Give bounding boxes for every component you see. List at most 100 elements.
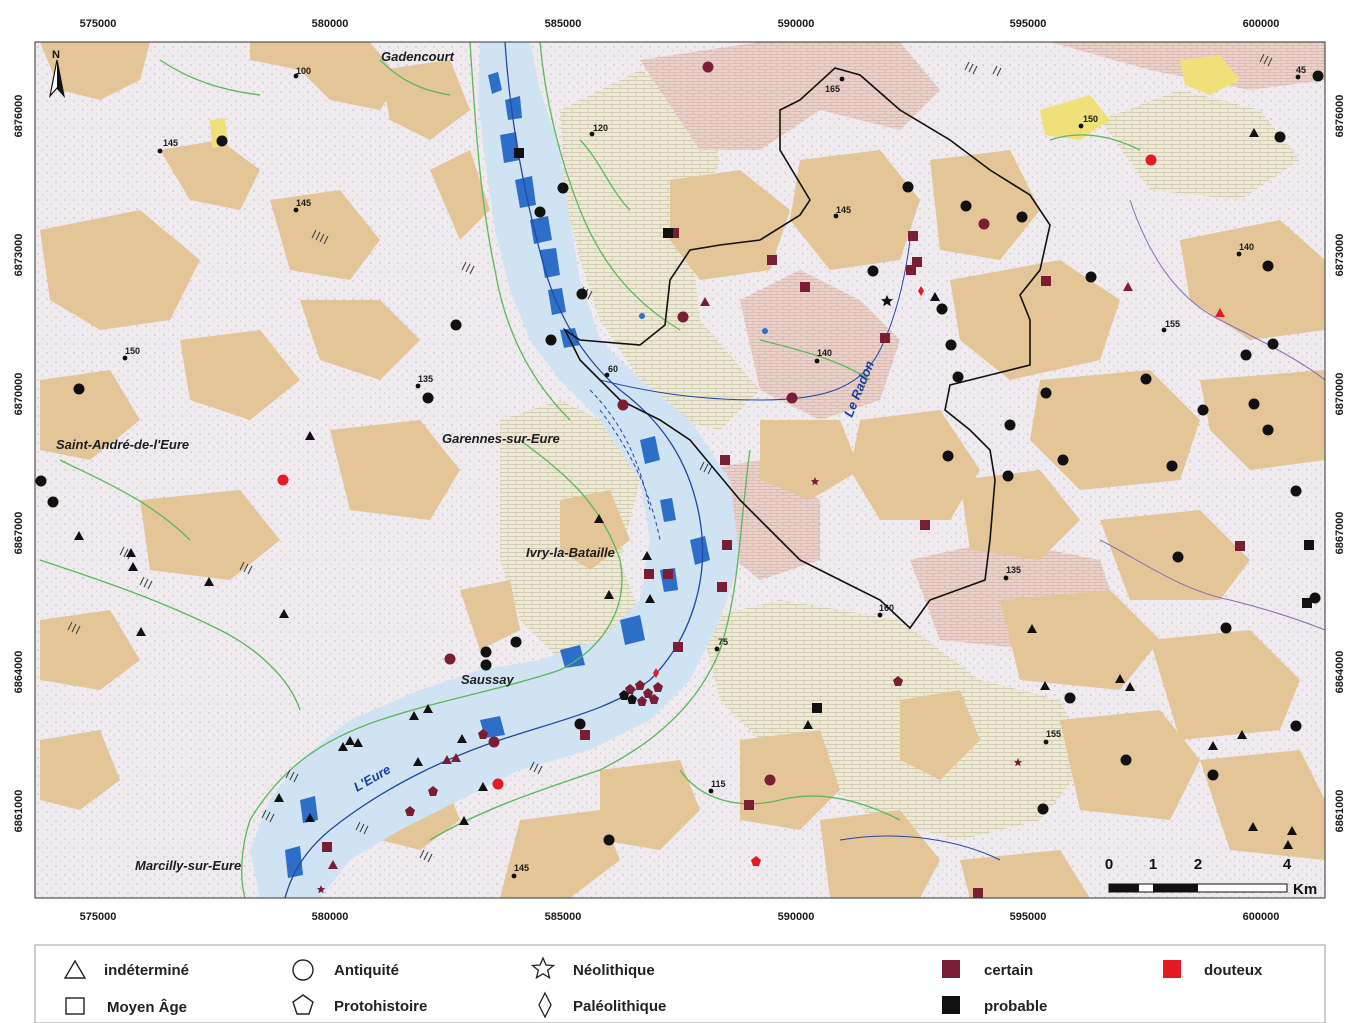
sites-antiquite-certain [444,61,990,786]
y-tick-6876000: 6876000 [1334,95,1346,138]
y-tick-6867000: 6867000 [1334,512,1346,555]
y-tick-6861000: 6861000 [13,790,25,833]
legend-paleolithique: Paléolithique [573,998,666,1015]
place-saint-andre: Saint-André-de-l'Eure [56,437,189,452]
scale-label-1: 1 [1149,856,1157,873]
pentagon-icon [292,994,314,1015]
circle-icon [292,959,314,981]
place-ivry: Ivry-la-Bataille [526,545,615,560]
north-label: N [52,49,60,61]
altitude-label: 160 [879,603,894,613]
place-gadencourt: Gadencourt [381,49,455,64]
sites-protohistoire-certain [405,676,903,816]
commune-boundary [562,67,1051,630]
sites-neolithique [316,295,1023,894]
legend-certain: certain [984,962,1033,979]
sites-paleolithique [653,286,924,678]
altitude-label: 75 [718,637,728,647]
scale-label-4: 4 [1283,856,1292,873]
y-tick-6873000: 6873000 [13,234,25,277]
altitude-label: 140 [817,348,832,358]
altitude-label: 165 [825,84,840,94]
x-tick-600000: 600000 [1243,911,1280,923]
altitude-label: 120 [593,123,608,133]
x-tick-595000: 595000 [1010,911,1047,923]
sites-moyen-age-probable [514,148,1314,713]
altitude-label: 155 [1165,319,1180,329]
sites-protohistoire-douteux [751,856,761,866]
probable-swatch [942,996,960,1014]
y-tick-6876000: 6876000 [13,95,25,138]
certain-swatch [942,960,960,978]
altitude-label: 150 [1083,114,1098,124]
altitude-labels: 100 145 145 120 165 45 150 145 140 155 1… [125,65,1306,873]
triangle-icon [63,959,87,979]
x-tick-580000: 580000 [312,18,349,30]
place-garennes: Garennes-sur-Eure [442,431,560,446]
altitude-label: 155 [1046,729,1061,739]
sites-antiquite-probable [35,70,1324,846]
y-tick-6864000: 6864000 [1334,651,1346,694]
sites-protohistoire-probable [619,690,637,704]
altitude-label: 60 [608,364,618,374]
legend-moyen-age: Moyen Âge [107,998,187,1016]
y-tick-6861000: 6861000 [1334,790,1346,833]
legend-douteux: douteux [1204,962,1263,979]
scale-bar: 0 1 2 4 Km [1105,856,1317,898]
north-arrow: N [48,49,66,99]
x-tick-600000: 600000 [1243,18,1280,30]
altitude-points [122,73,1301,879]
legend-protohistoire: Protohistoire [334,998,427,1015]
x-tick-580000: 580000 [312,911,349,923]
sites-indetermine-douteux [1215,308,1225,317]
slope-hatches [67,53,1273,863]
altitude-label: 145 [163,138,178,148]
altitude-label: 135 [418,374,433,384]
sites-indetermine-probable [74,128,1297,849]
diamond-icon [538,991,552,1019]
legend-box [34,944,1326,1023]
sites-antiquite-blue [639,313,768,334]
scale-unit: Km [1293,881,1317,898]
place-saussay: Saussay [461,672,515,687]
river-lines [284,42,1325,898]
y-tick-6867000: 6867000 [13,512,25,555]
y-axis-left: 6876000 6873000 6870000 6867000 6864000 … [13,95,25,833]
y-tick-6873000: 6873000 [1334,234,1346,277]
x-tick-585000: 585000 [545,911,582,923]
contour-lines [39,42,1141,898]
x-tick-585000: 585000 [545,18,582,30]
scale-label-0: 0 [1105,856,1113,873]
x-tick-595000: 595000 [1010,18,1047,30]
place-marcilly: Marcilly-sur-Eure [135,858,241,873]
x-tick-575000: 575000 [80,18,117,30]
sites-antiquite-douteux [277,154,1157,790]
legend-antiquite: Antiquité [334,962,399,979]
legend: indéterminé Moyen Âge Antiquité Protohis… [34,944,1326,1023]
altitude-label: 140 [1239,242,1254,252]
altitude-label: 135 [1006,565,1021,575]
square-icon [65,997,85,1015]
x-tick-590000: 590000 [778,911,815,923]
altitude-label: 145 [836,205,851,215]
altitude-label: 145 [514,863,529,873]
altitude-label: 115 [711,779,726,789]
river-dashed [589,389,661,541]
altitude-label: 45 [1296,65,1306,75]
map-frame [34,41,1326,899]
y-tick-6870000: 6870000 [13,373,25,416]
y-axis-right: 6876000 6873000 6870000 6867000 6864000 … [1334,95,1346,833]
scale-label-2: 2 [1194,856,1202,873]
map-body: 100 145 145 120 165 45 150 145 140 155 1… [35,42,1325,898]
altitude-label: 150 [125,346,140,356]
sites-indetermine-certain [328,282,1133,869]
legend-indetermine: indéterminé [104,962,189,979]
legend-probable: probable [984,998,1047,1015]
legend-neolithique: Néolithique [573,962,655,979]
x-tick-575000: 575000 [80,911,117,923]
douteux-swatch [1163,960,1181,978]
sites-moyen-age-certain [322,228,1245,898]
y-tick-6864000: 6864000 [13,651,25,694]
altitude-label: 100 [296,66,311,76]
